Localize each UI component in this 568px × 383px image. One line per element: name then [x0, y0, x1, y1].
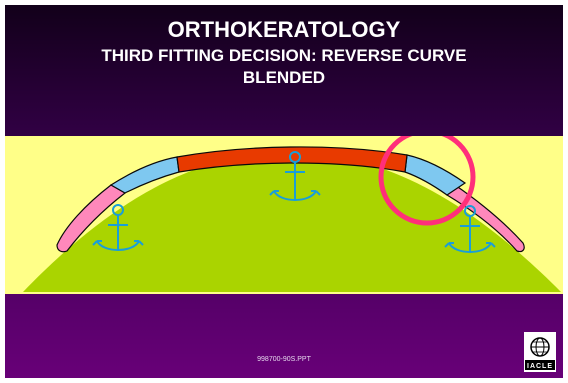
- title-subtitle: THIRD FITTING DECISION: REVERSE CURVE: [5, 45, 563, 67]
- slide: ORTHOKERATOLOGY THIRD FITTING DECISION: …: [5, 5, 563, 378]
- footer-file-code: 998700-90S.PPT: [5, 356, 563, 363]
- title-main: ORTHOKERATOLOGY: [5, 17, 563, 43]
- logo-text: IACLE: [527, 363, 553, 370]
- lens-fit-diagram: [5, 136, 563, 294]
- title-subtitle-continued: BLENDED: [5, 67, 563, 89]
- slide-title: ORTHOKERATOLOGY THIRD FITTING DECISION: …: [5, 17, 563, 89]
- iacle-logo: IACLE: [524, 332, 556, 372]
